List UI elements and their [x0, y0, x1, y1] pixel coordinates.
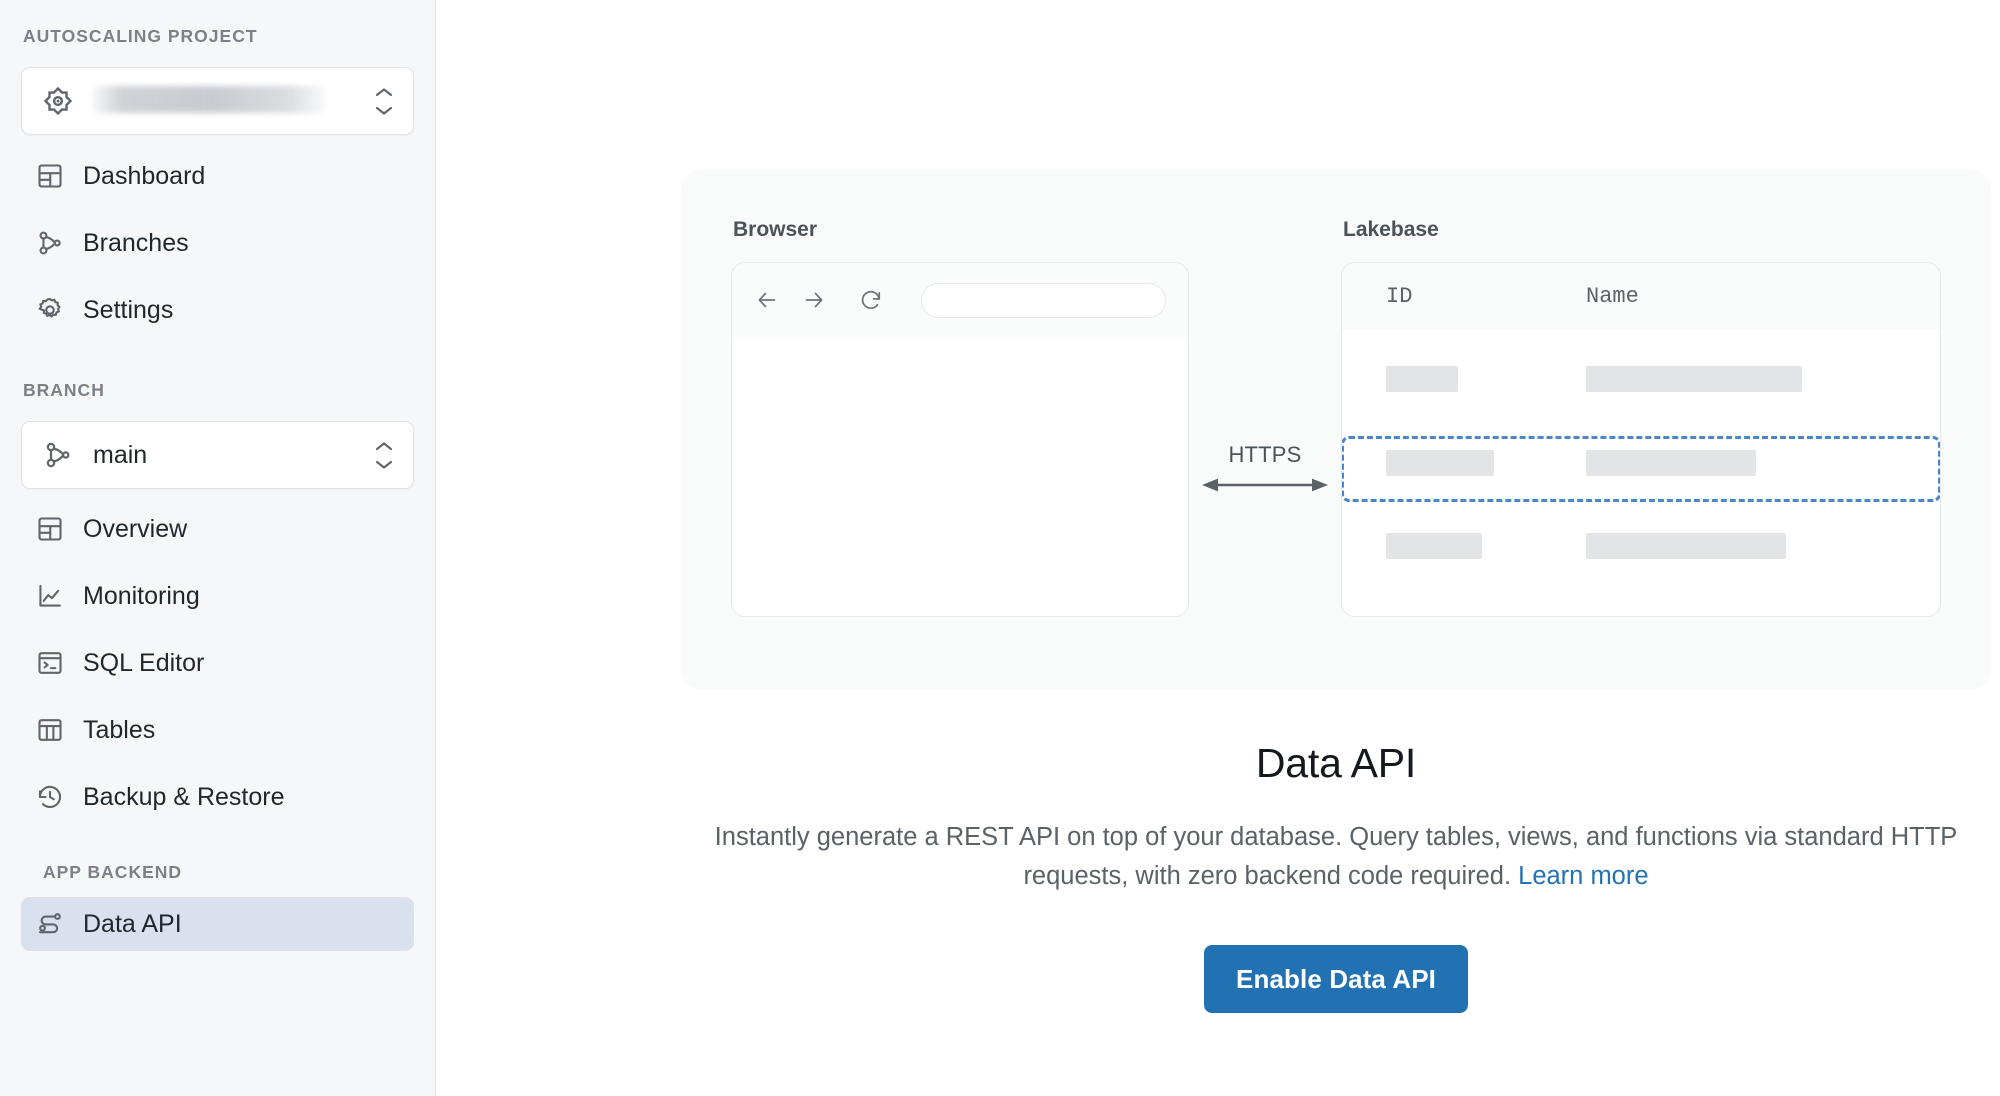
sidebar-item-label: SQL Editor — [83, 648, 205, 677]
cell-placeholder-id — [1386, 365, 1458, 392]
layout-dashboard-icon — [35, 515, 65, 543]
cell-placeholder-name — [1586, 532, 1786, 559]
branch-selector[interactable]: main — [21, 421, 414, 489]
browser-viewport — [732, 337, 1188, 616]
reload-icon[interactable] — [858, 287, 884, 313]
cta-container: Enable Data API — [681, 945, 1991, 1013]
table-row — [1342, 513, 1940, 578]
sidebar-item-branches[interactable]: Branches — [21, 216, 414, 270]
page-description: Instantly generate a REST API on top of … — [704, 818, 1969, 896]
table-header-row: ID Name — [1342, 263, 1940, 330]
table-icon — [35, 716, 65, 744]
project-section-label: AUTOSCALING PROJECT — [23, 26, 258, 46]
https-label: HTTPS — [1228, 441, 1302, 467]
sidebar-item-label: Data API — [83, 909, 182, 938]
branch-nav: Overview Monitoring SQL Editor — [21, 502, 414, 824]
table-row — [1342, 346, 1940, 411]
table-body — [1342, 346, 1940, 578]
browser-caption: Browser — [733, 218, 818, 241]
layout-dashboard-icon — [35, 162, 65, 190]
sidebar-item-sql-editor[interactable]: SQL Editor — [21, 636, 414, 690]
redacted-project-name — [93, 86, 326, 113]
main-content: Browser — [436, 0, 2000, 1096]
double-arrow-icon — [1198, 474, 1332, 501]
sidebar-item-label: Branches — [83, 228, 189, 257]
terminal-window-icon — [35, 649, 65, 677]
page-title: Data API — [1255, 740, 1417, 786]
project-nav: Dashboard Branches Set — [21, 149, 414, 337]
arrow-left-icon[interactable] — [754, 287, 780, 313]
column-header-id: ID — [1386, 284, 1413, 309]
sidebar: AUTOSCALING PROJECT — [0, 0, 436, 1096]
sidebar-item-dashboard[interactable]: Dashboard — [21, 149, 414, 203]
sidebar-item-monitoring[interactable]: Monitoring — [21, 569, 414, 623]
sidebar-item-data-api[interactable]: Data API — [21, 897, 414, 951]
chevron-up-down-icon — [373, 87, 395, 116]
sidebar-item-label: Monitoring — [83, 581, 200, 610]
cell-placeholder-id — [1386, 449, 1494, 476]
sidebar-item-tables[interactable]: Tables — [21, 703, 414, 757]
enable-data-api-button[interactable]: Enable Data API — [1204, 945, 1468, 1013]
sidebar-item-label: Settings — [83, 295, 174, 324]
browser-toolbar — [732, 263, 1188, 337]
https-connector: HTTPS — [1189, 442, 1341, 501]
sidebar-item-settings[interactable]: Settings — [21, 283, 414, 337]
lakebase-panel: Lakebase ID Name — [1341, 218, 1941, 617]
backend-nav: Data API — [21, 897, 414, 951]
table-row — [1342, 430, 1940, 495]
cell-placeholder-id — [1386, 532, 1482, 559]
chevron-up-down-icon — [373, 441, 395, 470]
cell-placeholder-name — [1586, 449, 1756, 476]
git-branch-nodes-icon — [35, 229, 65, 257]
browser-url-input[interactable] — [921, 282, 1166, 318]
lakebase-caption: Lakebase — [1343, 218, 1439, 241]
branch-name-value: main — [93, 440, 148, 469]
empty-state-text: Data API Instantly generate a REST API o… — [681, 740, 1991, 896]
project-selector[interactable] — [21, 67, 414, 135]
sidebar-item-label: Backup & Restore — [83, 782, 285, 811]
backend-section-label: APP BACKEND — [43, 862, 183, 882]
sidebar-item-backup-restore[interactable]: Backup & Restore — [21, 770, 414, 824]
line-chart-icon — [35, 582, 65, 610]
browser-panel: Browser — [731, 218, 1189, 617]
lakebase-table-mock: ID Name — [1341, 262, 1941, 617]
description-text: Instantly generate a REST API on top of … — [714, 823, 1958, 890]
backend-spacer — [21, 824, 414, 858]
browser-mock — [731, 262, 1189, 617]
route-workflow-icon — [35, 910, 65, 938]
cell-placeholder-name — [1586, 365, 1802, 392]
branch-section-label: BRANCH — [23, 380, 105, 400]
column-header-name: Name — [1586, 284, 1639, 309]
git-branch-nodes-icon — [42, 440, 74, 470]
learn-more-link[interactable]: Learn more — [1518, 861, 1649, 890]
gear-icon — [35, 296, 65, 324]
sidebar-item-label: Overview — [83, 514, 188, 543]
sidebar-item-overview[interactable]: Overview — [21, 502, 414, 556]
sidebar-item-label: Tables — [83, 715, 156, 744]
history-clock-icon — [35, 783, 65, 811]
nav-spacer — [21, 337, 414, 377]
illustration-card: Browser — [681, 170, 1991, 690]
project-name-value — [74, 82, 373, 120]
project-diamond-icon — [42, 86, 74, 116]
sidebar-item-label: Dashboard — [83, 161, 206, 190]
arrow-right-icon[interactable] — [801, 287, 827, 313]
